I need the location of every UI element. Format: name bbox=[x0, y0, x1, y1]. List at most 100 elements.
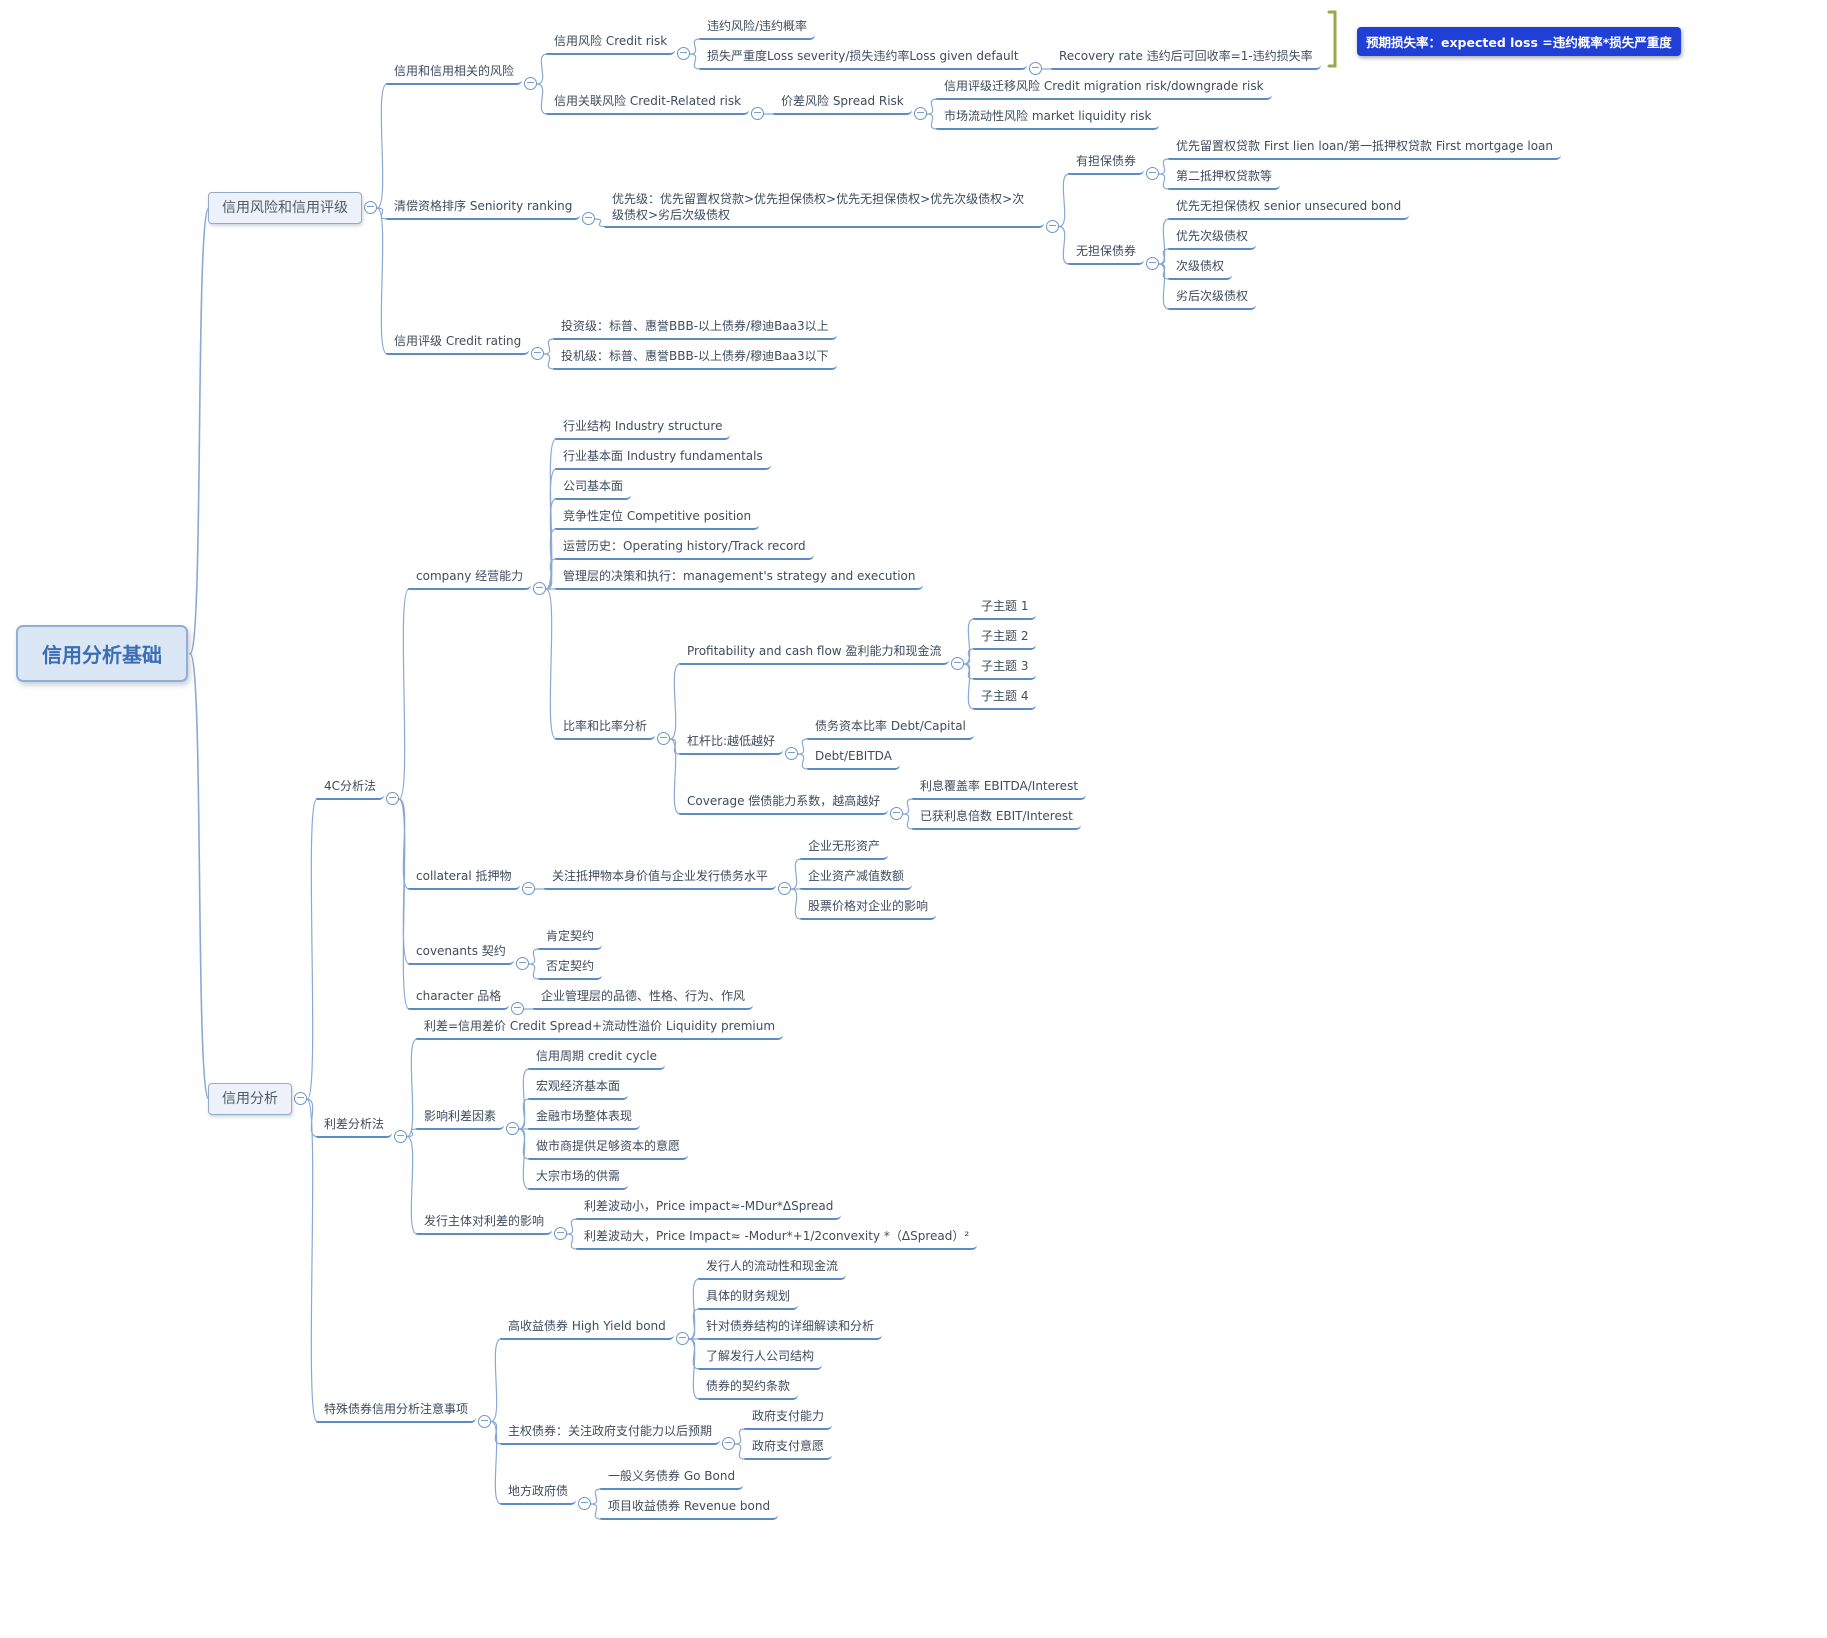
sub-topic[interactable]: Debt/EBITDA bbox=[807, 746, 900, 770]
sub-topic[interactable]: 竞争性定位 Competitive position bbox=[555, 506, 760, 530]
sub-topic[interactable]: 否定契约 bbox=[538, 956, 603, 980]
sub-topic[interactable]: 金融市场整体表现 bbox=[528, 1106, 641, 1130]
sub-topic[interactable]: 公司基本面 bbox=[555, 476, 632, 500]
sub-topic[interactable]: 特殊债券信用分析注意事项 bbox=[316, 1399, 477, 1423]
collapse-icon[interactable]: − bbox=[531, 346, 544, 360]
sub-topic[interactable]: 市场流动性风险 market liquidity risk bbox=[936, 106, 1160, 130]
sub-topic[interactable]: 优先留置权贷款 First lien loan/第一抵押权贷款 First mo… bbox=[1168, 136, 1562, 160]
sub-topic[interactable]: 利差波动大，Price Impact≈ -Modur*+1/2convexity… bbox=[576, 1226, 978, 1250]
sub-topic[interactable]: 行业结构 Industry structure bbox=[555, 416, 731, 440]
sub-topic[interactable]: 肯定契约 bbox=[538, 926, 603, 950]
sub-topic[interactable]: 次级债权 bbox=[1168, 256, 1233, 280]
collapse-icon[interactable]: − bbox=[1029, 61, 1042, 75]
sub-topic[interactable]: 信用关联风险 Credit-Related risk bbox=[546, 91, 750, 115]
sub-topic[interactable]: 政府支付意愿 bbox=[744, 1436, 833, 1460]
sub-topic[interactable]: 债券的契约条款 bbox=[698, 1376, 799, 1400]
sub-topic[interactable]: 企业资产减值数额 bbox=[800, 866, 913, 890]
sub-topic[interactable]: 主权债券：关注政府支付能力以后预期 bbox=[500, 1421, 721, 1445]
collapse-icon[interactable]: − bbox=[294, 1091, 307, 1105]
collapse-icon[interactable]: − bbox=[890, 806, 903, 820]
collapse-icon[interactable]: − bbox=[582, 211, 595, 225]
sub-topic[interactable]: 行业基本面 Industry fundamentals bbox=[555, 446, 771, 470]
collapse-icon[interactable]: − bbox=[511, 1001, 524, 1015]
sub-topic[interactable]: 价差风险 Spread Risk bbox=[773, 91, 912, 115]
collapse-icon[interactable]: − bbox=[914, 106, 927, 120]
sub-topic[interactable]: 大宗市场的供需 bbox=[528, 1166, 629, 1190]
sub-topic[interactable]: 宏观经济基本面 bbox=[528, 1076, 629, 1100]
sub-topic[interactable]: 投资级：标普、惠誉BBB-以上债券/穆迪Baa3以上 bbox=[553, 316, 837, 340]
collapse-icon[interactable]: − bbox=[554, 1226, 567, 1240]
collapse-icon[interactable]: − bbox=[364, 200, 377, 214]
sub-topic[interactable]: 运营历史：Operating history/Track record bbox=[555, 536, 814, 560]
sub-topic[interactable]: 做市商提供足够资本的意愿 bbox=[528, 1136, 689, 1160]
collapse-icon[interactable]: − bbox=[1146, 256, 1159, 270]
root-topic[interactable]: 信用分析基础 bbox=[16, 625, 188, 682]
sub-topic[interactable]: 4C分析法 bbox=[316, 776, 385, 800]
collapse-icon[interactable]: − bbox=[1146, 166, 1159, 180]
sub-topic[interactable]: 信用周期 credit cycle bbox=[528, 1046, 665, 1070]
sub-topic[interactable]: covenants 契约 bbox=[408, 941, 514, 965]
sub-topic[interactable]: 股票价格对企业的影响 bbox=[800, 896, 937, 920]
collapse-icon[interactable]: − bbox=[394, 1129, 407, 1143]
sub-topic[interactable]: 投机级：标普、惠誉BBB-以上债券/穆迪Baa3以下 bbox=[553, 346, 837, 370]
sub-topic[interactable]: 损失严重度Loss severity/损失违约率Loss given defau… bbox=[699, 46, 1027, 70]
sub-topic[interactable]: company 经营能力 bbox=[408, 566, 532, 590]
sub-topic[interactable]: 优先级：优先留置权贷款>优先担保债权>优先无担保债权>优先次级债权>次级债权>劣… bbox=[604, 189, 1044, 229]
collapse-icon[interactable]: − bbox=[506, 1121, 519, 1135]
sub-topic[interactable]: character 品格 bbox=[408, 986, 510, 1010]
sub-topic[interactable]: 杠杆比:越低越好 bbox=[679, 731, 784, 755]
sub-topic[interactable]: 地方政府债 bbox=[500, 1481, 577, 1505]
sub-topic[interactable]: 利差分析法 bbox=[316, 1114, 393, 1138]
branch-topic[interactable]: 信用分析 bbox=[208, 1083, 292, 1116]
sub-topic[interactable]: 第二抵押权贷款等 bbox=[1168, 166, 1281, 190]
sub-topic[interactable]: 利差波动小，Price impact≈-MDur*ΔSpread bbox=[576, 1196, 842, 1220]
collapse-icon[interactable]: − bbox=[951, 656, 964, 670]
collapse-icon[interactable]: − bbox=[677, 46, 690, 60]
sub-topic[interactable]: 了解发行人公司结构 bbox=[698, 1346, 823, 1370]
collapse-icon[interactable]: − bbox=[578, 1496, 591, 1510]
sub-topic[interactable]: 违约风险/违约概率 bbox=[699, 16, 816, 40]
sub-topic[interactable]: 子主题 4 bbox=[973, 686, 1037, 710]
sub-topic[interactable]: Recovery rate 违约后可回收率=1-违约损失率 bbox=[1051, 46, 1321, 70]
sub-topic[interactable]: 清偿资格排序 Seniority ranking bbox=[386, 196, 581, 220]
sub-topic[interactable]: Profitability and cash flow 盈利能力和现金流 bbox=[679, 641, 950, 665]
sub-topic[interactable]: 优先无担保债权 senior unsecured bond bbox=[1168, 196, 1410, 220]
sub-topic[interactable]: 具体的财务规划 bbox=[698, 1286, 799, 1310]
collapse-icon[interactable]: − bbox=[386, 791, 399, 805]
sub-topic[interactable]: 利差=信用差价 Credit Spread+流动性溢价 Liquidity pr… bbox=[416, 1016, 784, 1040]
collapse-icon[interactable]: − bbox=[722, 1436, 735, 1450]
sub-topic[interactable]: 管理层的决策和执行：management's strategy and exec… bbox=[555, 566, 924, 590]
sub-topic[interactable]: 项目收益债券 Revenue bond bbox=[600, 1496, 779, 1520]
sub-topic[interactable]: 子主题 3 bbox=[973, 656, 1037, 680]
expected-loss-callout[interactable]: 预期损失率：expected loss =违约概率*损失严重度 bbox=[1357, 27, 1681, 56]
collapse-icon[interactable]: − bbox=[522, 881, 535, 895]
collapse-icon[interactable]: − bbox=[676, 1331, 689, 1345]
sub-topic[interactable]: 信用评级 Credit rating bbox=[386, 331, 530, 355]
sub-topic[interactable]: 债务资本比率 Debt/Capital bbox=[807, 716, 974, 740]
collapse-icon[interactable]: − bbox=[751, 106, 764, 120]
sub-topic[interactable]: 一般义务债券 Go Bond bbox=[600, 1466, 744, 1490]
collapse-icon[interactable]: − bbox=[524, 76, 537, 90]
sub-topic[interactable]: 子主题 1 bbox=[973, 596, 1037, 620]
sub-topic[interactable]: 信用风险 Credit risk bbox=[546, 31, 676, 55]
collapse-icon[interactable]: − bbox=[533, 581, 546, 595]
collapse-icon[interactable]: − bbox=[778, 881, 791, 895]
sub-topic[interactable]: 子主题 2 bbox=[973, 626, 1037, 650]
sub-topic[interactable]: 利息覆盖率 EBITDA/Interest bbox=[912, 776, 1087, 800]
collapse-icon[interactable]: − bbox=[785, 746, 798, 760]
sub-topic[interactable]: 无担保债券 bbox=[1068, 241, 1145, 265]
sub-topic[interactable]: 有担保债券 bbox=[1068, 151, 1145, 175]
sub-topic[interactable]: 发行主体对利差的影响 bbox=[416, 1211, 553, 1235]
sub-topic[interactable]: 企业无形资产 bbox=[800, 836, 889, 860]
sub-topic[interactable]: 高收益债券 High Yield bond bbox=[500, 1316, 674, 1340]
collapse-icon[interactable]: − bbox=[1046, 219, 1059, 233]
sub-topic[interactable]: 政府支付能力 bbox=[744, 1406, 833, 1430]
sub-topic[interactable]: 已获利息倍数 EBIT/Interest bbox=[912, 806, 1081, 830]
sub-topic[interactable]: 优先次级债权 bbox=[1168, 226, 1257, 250]
sub-topic[interactable]: 企业管理层的品德、性格、行为、作风 bbox=[533, 986, 754, 1010]
collapse-icon[interactable]: − bbox=[516, 956, 529, 970]
sub-topic[interactable]: 比率和比率分析 bbox=[555, 716, 656, 740]
collapse-icon[interactable]: − bbox=[657, 731, 670, 745]
collapse-icon[interactable]: − bbox=[478, 1414, 491, 1428]
sub-topic[interactable]: 发行人的流动性和现金流 bbox=[698, 1256, 847, 1280]
